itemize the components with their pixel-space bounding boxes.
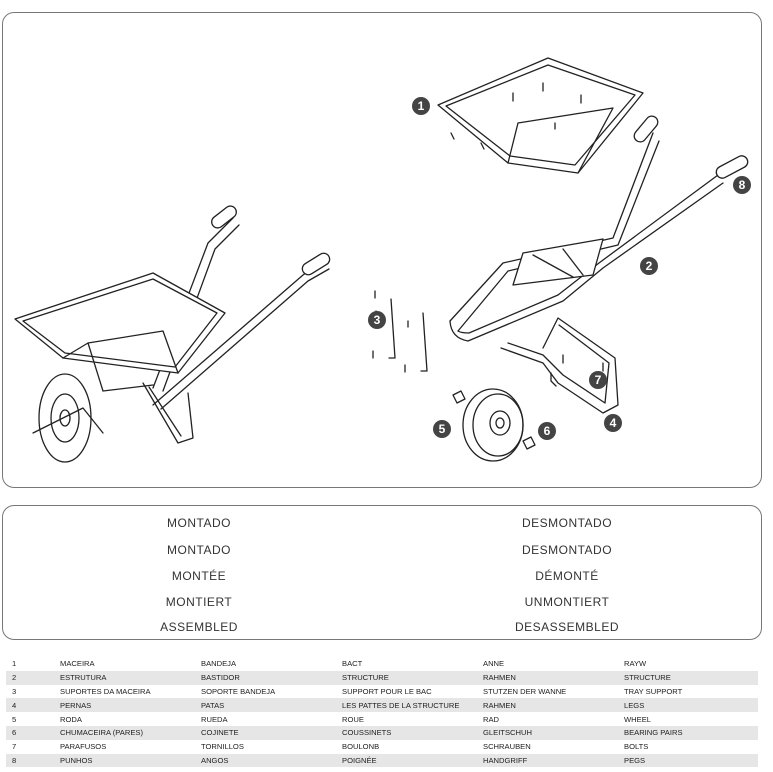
exploded-frame [449,115,749,342]
svg-text:4: 4 [610,416,617,430]
exploded-wheel [452,388,536,462]
callout-3: 3 [368,311,386,329]
disassembled-label: DESMONTADO [521,543,613,557]
callout-6: 6 [538,422,556,440]
svg-text:6: 6 [544,424,551,438]
svg-text:7: 7 [595,373,602,387]
state-labels-box: MONTADO MONTADO MONTÉE MONTIERT ASSEMBLE… [2,505,762,640]
callout-5: 5 [433,420,451,438]
disassembled-label: UNMONTIERT [524,595,610,609]
assembled-label: ASSEMBLED [160,620,238,634]
callout-7: 7 [589,371,607,389]
svg-text:1: 1 [418,99,425,113]
callout-4: 4 [604,414,622,432]
svg-text:8: 8 [739,178,746,192]
svg-text:5: 5 [439,422,446,436]
assembled-wheelbarrow [14,205,331,463]
disassembled-label: DESMONTADO [521,516,613,530]
disassembled-label: DÉMONTÉ [535,569,599,583]
callout-1: 1 [412,97,430,115]
wheelbarrow-illustration: 1 2 3 4 5 6 7 8 [14,57,751,463]
svg-text:3: 3 [374,313,381,327]
exploded-tray-supports [372,290,428,373]
callout-8: 8 [733,176,751,194]
exploded-legs [500,317,619,414]
assembled-label: MONTADO [167,543,231,557]
exploded-tray [437,57,644,174]
illustration-panel: 1 2 3 4 5 6 7 8 [2,12,762,488]
assembled-label: MONTADO [167,516,231,530]
assembled-label: MONTIERT [165,595,233,609]
callout-2: 2 [640,257,658,275]
disassembled-label: DESASSEMBLED [514,620,620,634]
svg-text:2: 2 [646,259,653,273]
assembled-label: MONTÉE [171,569,227,583]
